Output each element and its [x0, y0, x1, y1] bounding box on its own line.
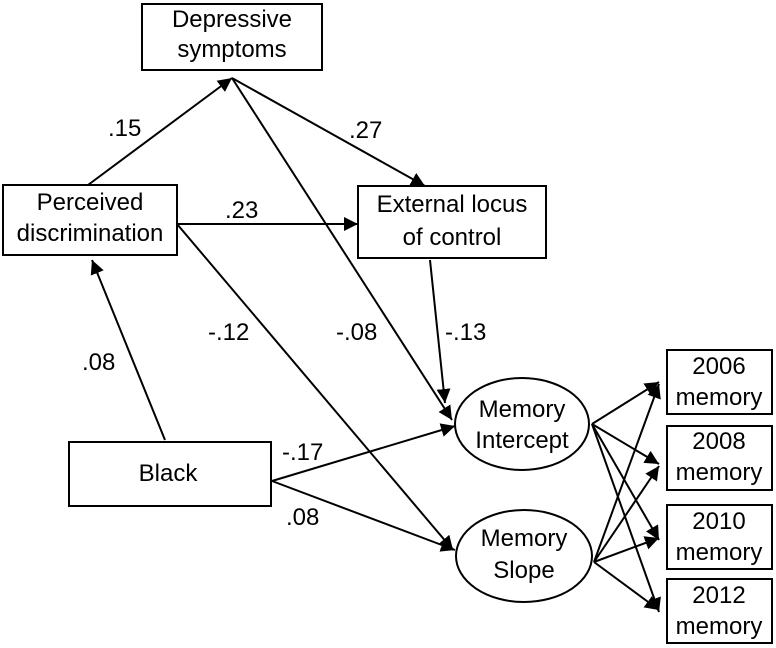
node-box [357, 185, 547, 259]
node-box [141, 3, 323, 71]
node-2012-memory: 2012 memory [666, 578, 773, 644]
node-label-line2: Intercept [475, 427, 569, 454]
node-label-line1: External locus [377, 191, 528, 218]
edge-slope-to-2006 [593, 383, 661, 563]
edge-black-to-perceived [90, 259, 166, 441]
edge-slope-to-2010 [593, 536, 660, 563]
node-box [666, 425, 773, 491]
node-depressive-symptoms: Depressive symptoms [141, 3, 323, 71]
edges [87, 77, 661, 613]
node-black: Black [68, 441, 272, 507]
node-label-line2: memory [676, 459, 763, 486]
node-memory-intercept: Memory Intercept [454, 377, 590, 471]
edge-depressive-to-intercept [231, 77, 453, 421]
node-label-line2: memory [676, 539, 763, 566]
node-label-line1: Memory [481, 525, 568, 552]
node-label-line1: Perceived [37, 189, 144, 216]
edge-depressive-to-external [231, 77, 426, 187]
node-label-line2: of control [403, 224, 502, 251]
path-coefficients: .15 .27 .23 .08 -.12 -.08 -.13 -.17 .08 [82, 115, 486, 531]
node-external-locus-of-control: External locus of control [357, 185, 547, 259]
node-label-line2: Slope [493, 557, 554, 584]
coef-external-to-intercept: -.13 [445, 319, 486, 346]
node-2008-memory: 2008 memory [666, 425, 773, 491]
node-2010-memory: 2010 memory [666, 504, 773, 570]
coef-black-to-intercept: -.17 [282, 439, 323, 466]
node-label-line1: Memory [479, 396, 566, 423]
node-label-line1: 2008 [692, 428, 745, 455]
node-label: Black [139, 460, 199, 487]
edge-slope-to-2008 [593, 465, 660, 563]
node-box [666, 349, 773, 415]
node-2006-memory: 2006 memory [666, 349, 773, 415]
coef-depressive-to-intercept: -.08 [336, 319, 377, 346]
node-box [2, 184, 178, 256]
coef-perceived-to-depressive: .15 [108, 115, 141, 142]
coef-perceived-to-slope: -.12 [208, 319, 249, 346]
node-label-line2: symptoms [177, 36, 286, 63]
edge-external-to-intercept [429, 259, 451, 404]
edge-slope-to-2012 [593, 561, 660, 611]
coef-perceived-to-external: .23 [225, 197, 258, 224]
edge-black-to-intercept [271, 423, 456, 482]
node-memory-slope: Memory Slope [455, 509, 593, 603]
node-label-line2: memory [676, 384, 763, 411]
node-label-line1: 2012 [692, 582, 745, 609]
node-box [666, 504, 773, 570]
edge-intercept-to-2010 [591, 423, 660, 541]
node-box [68, 441, 272, 507]
node-perceived-discrimination: Perceived discrimination [2, 184, 178, 256]
node-ellipse [455, 509, 593, 603]
node-label-line1: Depressive [172, 6, 292, 33]
coef-depressive-to-external: .27 [349, 117, 382, 144]
edge-intercept-to-2008 [591, 423, 660, 465]
edge-perceived-to-slope [176, 223, 454, 551]
edge-black-to-slope [271, 480, 456, 552]
edge-intercept-to-2012 [591, 423, 661, 613]
node-label-line2: memory [676, 613, 763, 640]
coef-black-to-slope: .08 [286, 504, 319, 531]
node-box [666, 578, 773, 644]
coef-black-to-perceived: .08 [82, 349, 115, 376]
edge-perceived-to-depressive [87, 77, 233, 186]
edge-intercept-to-2006 [591, 381, 660, 425]
node-label-line1: 2010 [692, 508, 745, 535]
node-label-line2: discrimination [17, 220, 164, 247]
node-ellipse [454, 377, 590, 471]
node-label-line1: 2006 [692, 353, 745, 380]
